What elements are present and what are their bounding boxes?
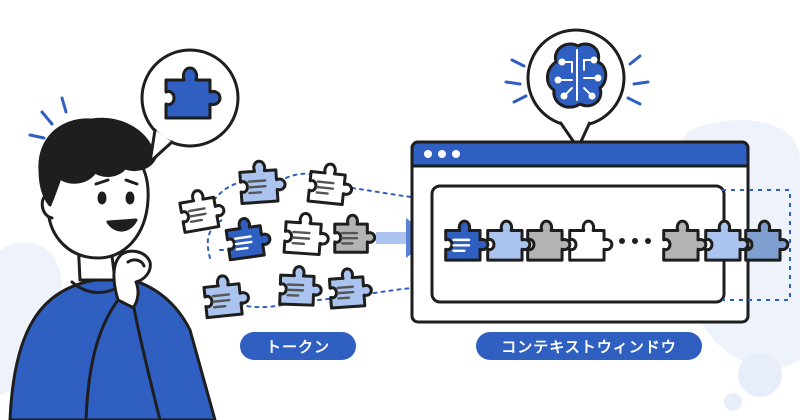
token-piece <box>278 264 324 307</box>
token-piece <box>306 160 356 207</box>
brain-circuit-icon <box>546 42 608 109</box>
scattered-tokens <box>176 157 377 320</box>
context-token-piece <box>444 219 490 262</box>
ai-attention-ticks <box>504 54 650 106</box>
token-piece <box>282 210 332 257</box>
window-control-dots-icon <box>424 150 460 158</box>
token-piece <box>223 213 274 262</box>
tokens-label: トークン <box>240 332 356 360</box>
token-piece <box>333 213 377 254</box>
token-piece <box>176 185 228 234</box>
context-window-label: コンテキストウィンドウ <box>476 332 702 360</box>
token-piece <box>327 265 374 310</box>
ellipsis-icon <box>619 238 651 244</box>
token-piece <box>237 157 288 205</box>
token-piece <box>201 271 252 320</box>
window-tokens <box>444 219 790 262</box>
